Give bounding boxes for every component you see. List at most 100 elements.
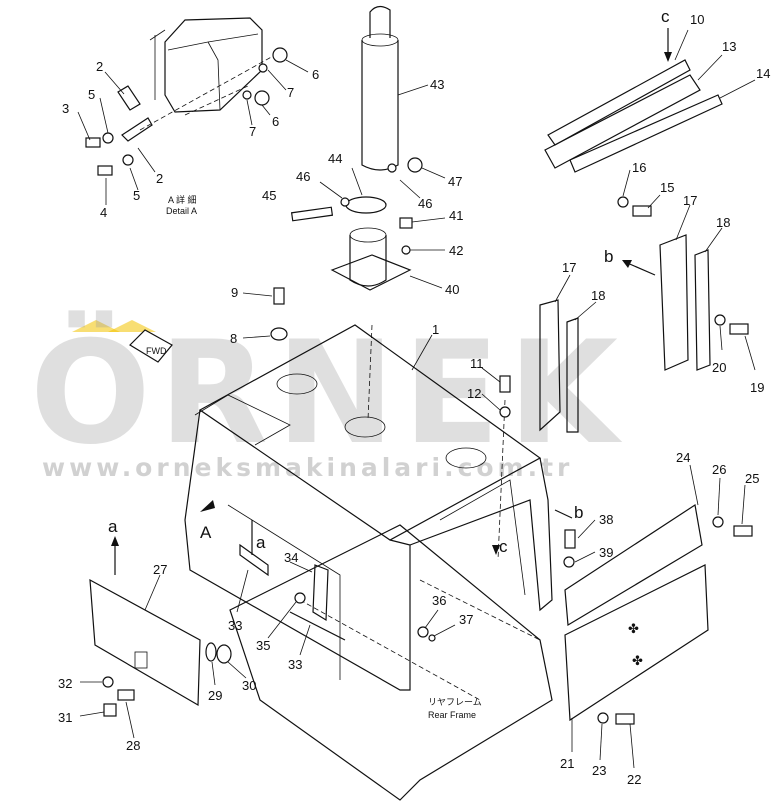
leader-31 <box>79 711 105 717</box>
washer-32 <box>102 676 114 688</box>
plate-10 <box>547 59 691 146</box>
callout-45: 45 <box>262 188 276 203</box>
flange-pipe-top <box>349 227 387 243</box>
fwd-marker: FWD <box>129 329 173 363</box>
callout-33-lower: 33 <box>288 657 302 672</box>
callout-12: 12 <box>467 386 481 401</box>
hood-assembly-1 <box>184 324 553 691</box>
bolt-11 <box>499 375 511 393</box>
detail-a-arrow-icon <box>200 500 215 512</box>
detail-title-en: Detail A <box>166 206 197 216</box>
bolt-31 <box>103 703 117 717</box>
door-panel <box>89 578 201 707</box>
bolt-19 <box>729 323 749 335</box>
callout-33-upper: 33 <box>228 618 242 633</box>
callout-28: 28 <box>126 738 140 753</box>
door-latch <box>134 651 148 669</box>
callout-5-upper: 5 <box>88 87 95 102</box>
leader-2b <box>137 147 156 173</box>
callout-27: 27 <box>153 562 167 577</box>
callout-18-right: 18 <box>716 215 730 230</box>
fwd-label: FWD <box>146 346 167 356</box>
view-letter-c-mid: c <box>499 537 508 556</box>
callout-6-lower: 6 <box>272 114 279 129</box>
detail-frame-top <box>149 29 166 41</box>
leader-6a <box>285 59 309 73</box>
callout-11: 11 <box>470 356 484 371</box>
washer-5-lower <box>122 154 134 166</box>
leader-41 <box>411 217 446 223</box>
detail-leader-2 <box>139 54 276 131</box>
fwd-arrow-icon <box>129 329 173 363</box>
hood-hole-3 <box>445 447 487 469</box>
bolt-25 <box>733 525 753 537</box>
rear-frame-label-jp: リヤフレーム <box>428 697 482 707</box>
washer-26 <box>712 516 724 528</box>
callout-4: 4 <box>100 205 107 220</box>
plate-13 <box>544 74 701 169</box>
hood-door-opening <box>227 504 341 680</box>
washer-7-lower <box>242 90 252 100</box>
callout-2-lower: 2 <box>156 171 163 186</box>
hood-hole-1 <box>276 373 318 395</box>
callout-47: 47 <box>448 174 462 189</box>
leader-38 <box>577 519 596 539</box>
callout-14: 14 <box>756 66 770 81</box>
callout-18-center: 18 <box>591 288 605 303</box>
callout-41: 41 <box>449 208 463 223</box>
callout-3: 3 <box>62 101 69 116</box>
exhaust-pipe-43 <box>361 40 399 171</box>
leader-5a <box>99 97 109 134</box>
callout-30: 30 <box>242 678 256 693</box>
callout-5-lower: 5 <box>133 188 140 203</box>
view-c-arrowhead-icon <box>664 52 672 62</box>
view-letter-c-top: c <box>661 7 670 26</box>
leader-18b <box>704 227 723 253</box>
leader-2a <box>104 71 125 95</box>
bracket-34 <box>312 564 329 622</box>
rear-frame: リヤフレーム Rear Frame <box>229 524 553 801</box>
hood-lid-detail <box>194 394 291 446</box>
callout-labels: 1 2 2 3 4 5 5 6 6 7 7 8 9 10 11 12 13 14… <box>58 12 770 787</box>
leader-33a <box>236 569 249 613</box>
cap-group <box>270 287 288 341</box>
rear-panels: ✤ ✤ <box>563 503 753 725</box>
plate-33-lower <box>289 611 346 641</box>
bolt-41 <box>399 217 413 229</box>
leader-17b <box>675 204 691 241</box>
exhaust-pipe-top <box>361 33 399 47</box>
bolt-28 <box>117 689 135 701</box>
callout-1: 1 <box>432 322 439 337</box>
bolt-38 <box>564 529 576 549</box>
callout-25: 25 <box>745 471 759 486</box>
washer-46-left <box>340 197 350 207</box>
leader-5b <box>129 167 139 191</box>
callout-10: 10 <box>690 12 704 27</box>
leader-24 <box>689 464 699 506</box>
callout-20: 20 <box>712 360 726 375</box>
leader-39 <box>574 551 596 563</box>
watermark: ÖRNEK www.orneksmakinalari.com.tr <box>30 309 618 482</box>
bolt-45 <box>290 206 334 222</box>
brackets <box>499 234 749 433</box>
hood-leader-c <box>497 399 506 561</box>
leader-44 <box>351 167 363 196</box>
nut-6-lower <box>254 90 270 106</box>
leader-30 <box>227 661 247 679</box>
leader-40 <box>409 275 443 289</box>
bracket-2-upper <box>117 85 141 111</box>
rear-frame-body <box>229 524 553 801</box>
callout-8: 8 <box>230 331 237 346</box>
leader-6b <box>261 104 271 116</box>
leader-36 <box>424 609 439 629</box>
watermark-accent-left <box>72 320 120 332</box>
view-c2-arrowhead-icon <box>492 545 500 555</box>
exhaust-base-40 <box>330 254 412 291</box>
callout-17-right: 17 <box>683 193 697 208</box>
leader-25 <box>741 484 746 525</box>
detail-a-group: A 詳 細 Detail A <box>85 17 288 216</box>
plate-33-upper <box>239 543 269 577</box>
detail-leader-1 <box>184 84 251 116</box>
leader-23 <box>599 723 603 761</box>
